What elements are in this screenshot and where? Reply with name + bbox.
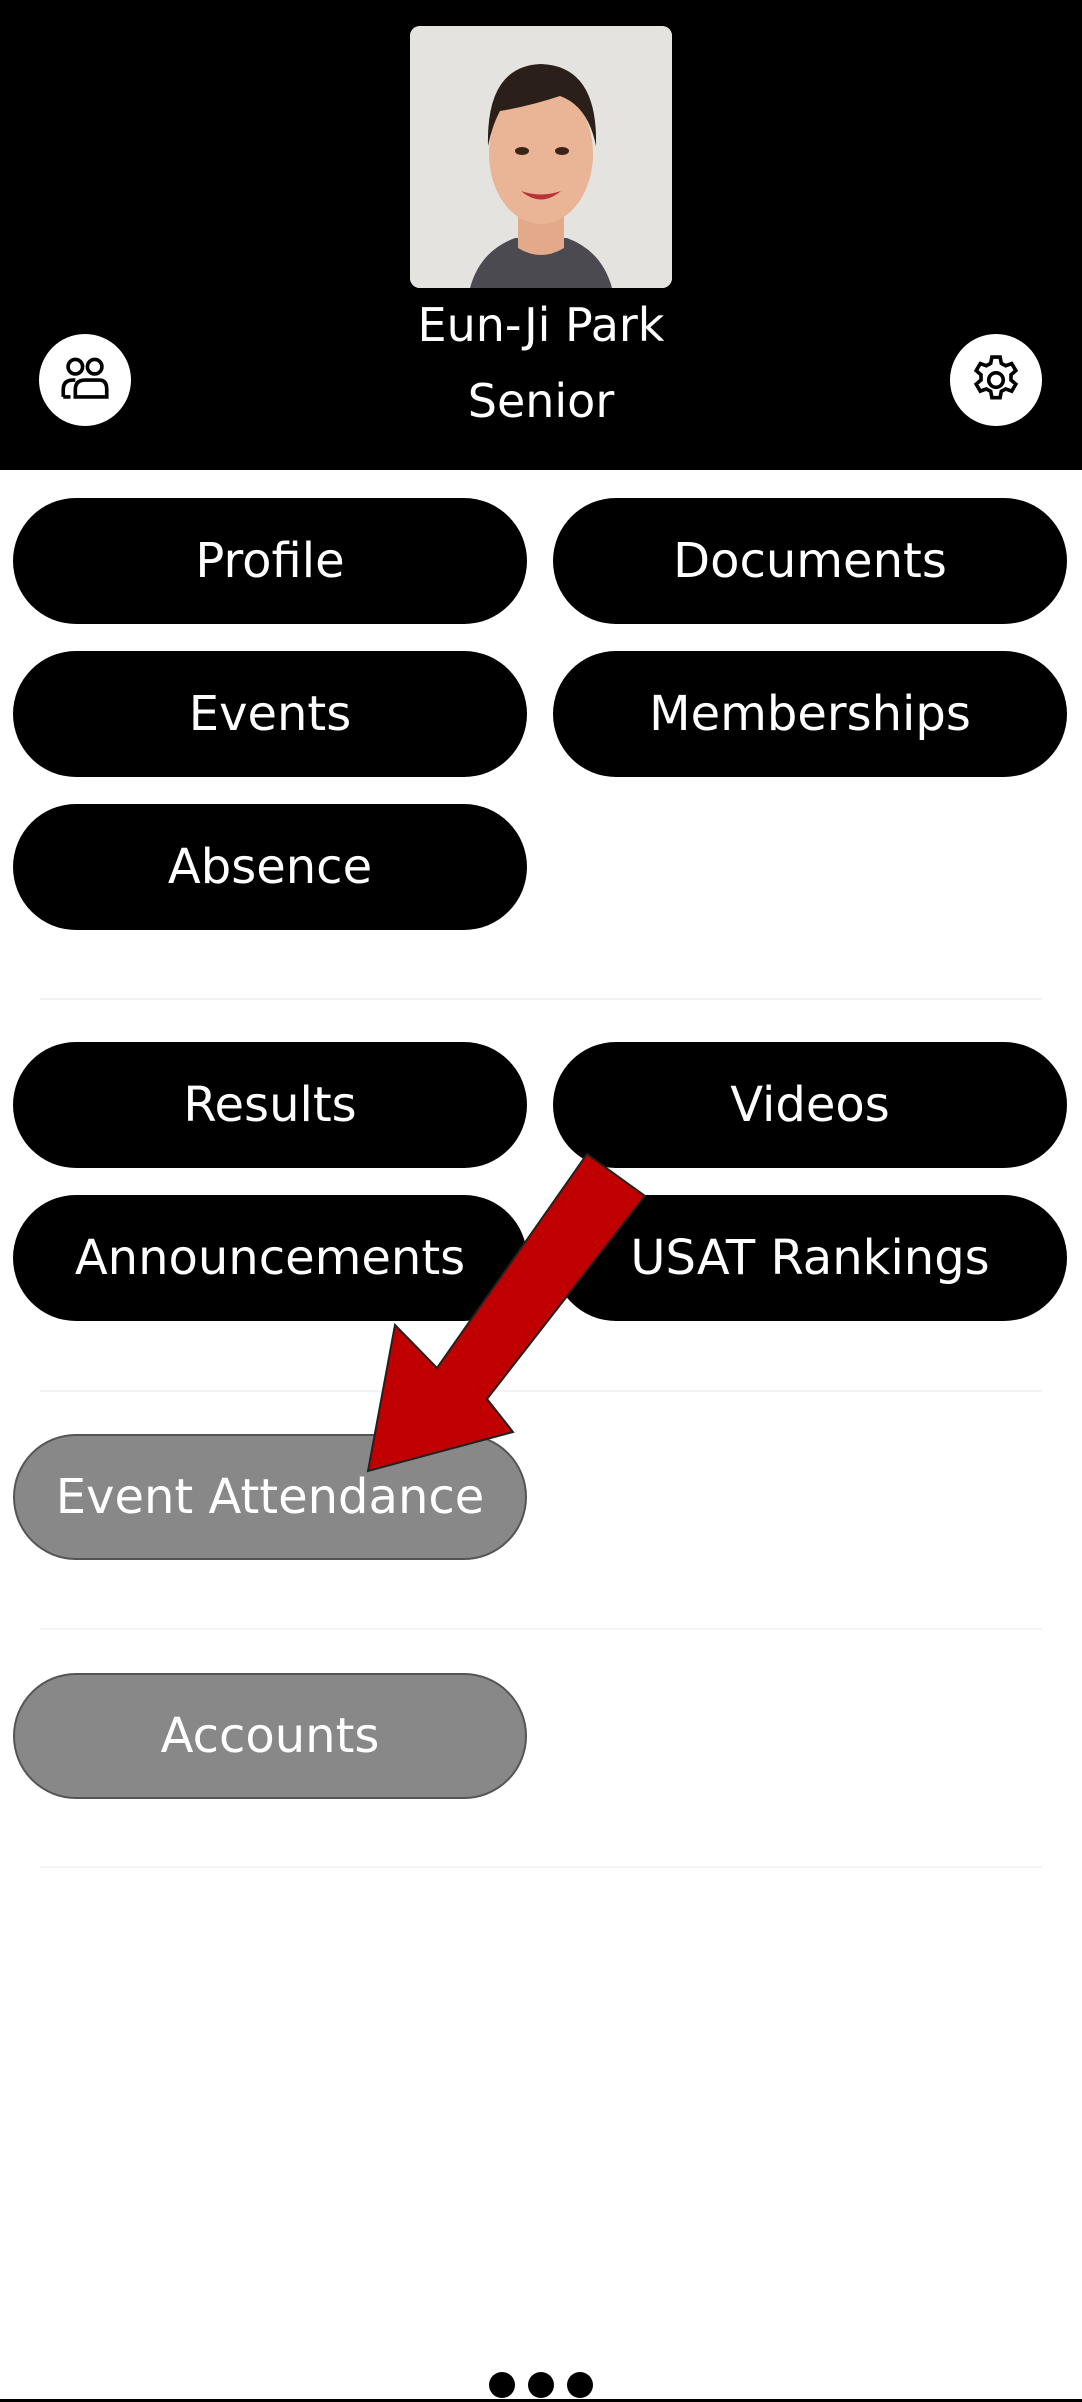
profile-button[interactable]: Profile xyxy=(13,498,527,624)
memberships-button[interactable]: Memberships xyxy=(553,651,1067,777)
absence-button[interactable]: Absence xyxy=(13,804,527,930)
profile-header: Eun-Ji Park Senior xyxy=(0,0,1082,470)
user-grade: Senior xyxy=(467,374,615,428)
profile-photo xyxy=(410,26,672,288)
announcements-button[interactable]: Announcements xyxy=(13,1195,527,1321)
more-options-button[interactable] xyxy=(0,2372,1082,2398)
event-attendance-button[interactable]: Event Attendance xyxy=(13,1434,527,1560)
people-icon xyxy=(61,357,109,399)
section-divider xyxy=(40,1390,1042,1392)
settings-button[interactable] xyxy=(950,334,1042,426)
results-button[interactable]: Results xyxy=(13,1042,527,1168)
more-dots-icon xyxy=(489,2372,515,2398)
section-divider xyxy=(40,1628,1042,1630)
section-divider xyxy=(40,1866,1042,1868)
more-dots-icon xyxy=(567,2372,593,2398)
events-button[interactable]: Events xyxy=(13,651,527,777)
documents-button[interactable]: Documents xyxy=(553,498,1067,624)
gear-icon xyxy=(973,355,1019,400)
section-divider xyxy=(40,998,1042,1000)
bottom-border xyxy=(0,2399,1082,2402)
switch-athlete-button[interactable] xyxy=(39,334,131,426)
user-name: Eun-Ji Park xyxy=(417,298,665,352)
usat-rankings-button[interactable]: USAT Rankings xyxy=(553,1195,1067,1321)
videos-button[interactable]: Videos xyxy=(553,1042,1067,1168)
more-dots-icon xyxy=(528,2372,554,2398)
accounts-button[interactable]: Accounts xyxy=(13,1673,527,1799)
